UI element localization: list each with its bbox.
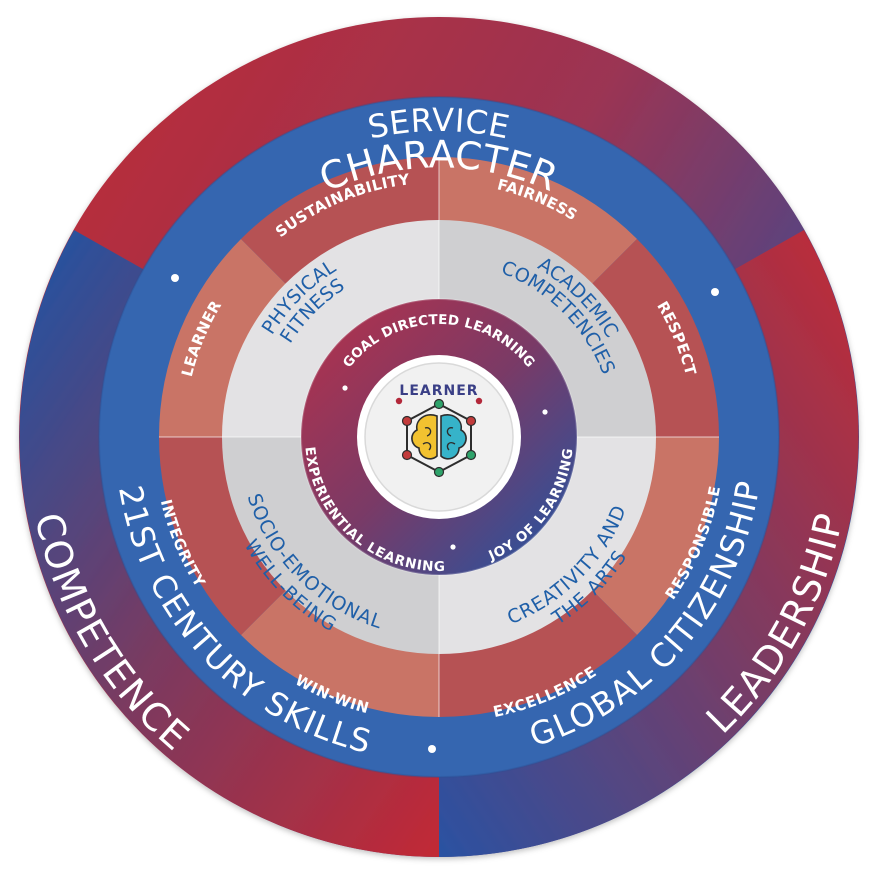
center-dot bbox=[475, 397, 483, 405]
dot-marker bbox=[428, 745, 436, 753]
dot-marker bbox=[342, 385, 348, 391]
dot-marker bbox=[542, 409, 548, 415]
center-label-learner: LEARNER bbox=[399, 383, 478, 399]
dot-marker bbox=[171, 274, 179, 282]
dot-marker bbox=[711, 288, 719, 296]
dot-marker bbox=[450, 544, 456, 550]
brain-network-icon bbox=[401, 398, 477, 478]
center-dot bbox=[395, 397, 403, 405]
